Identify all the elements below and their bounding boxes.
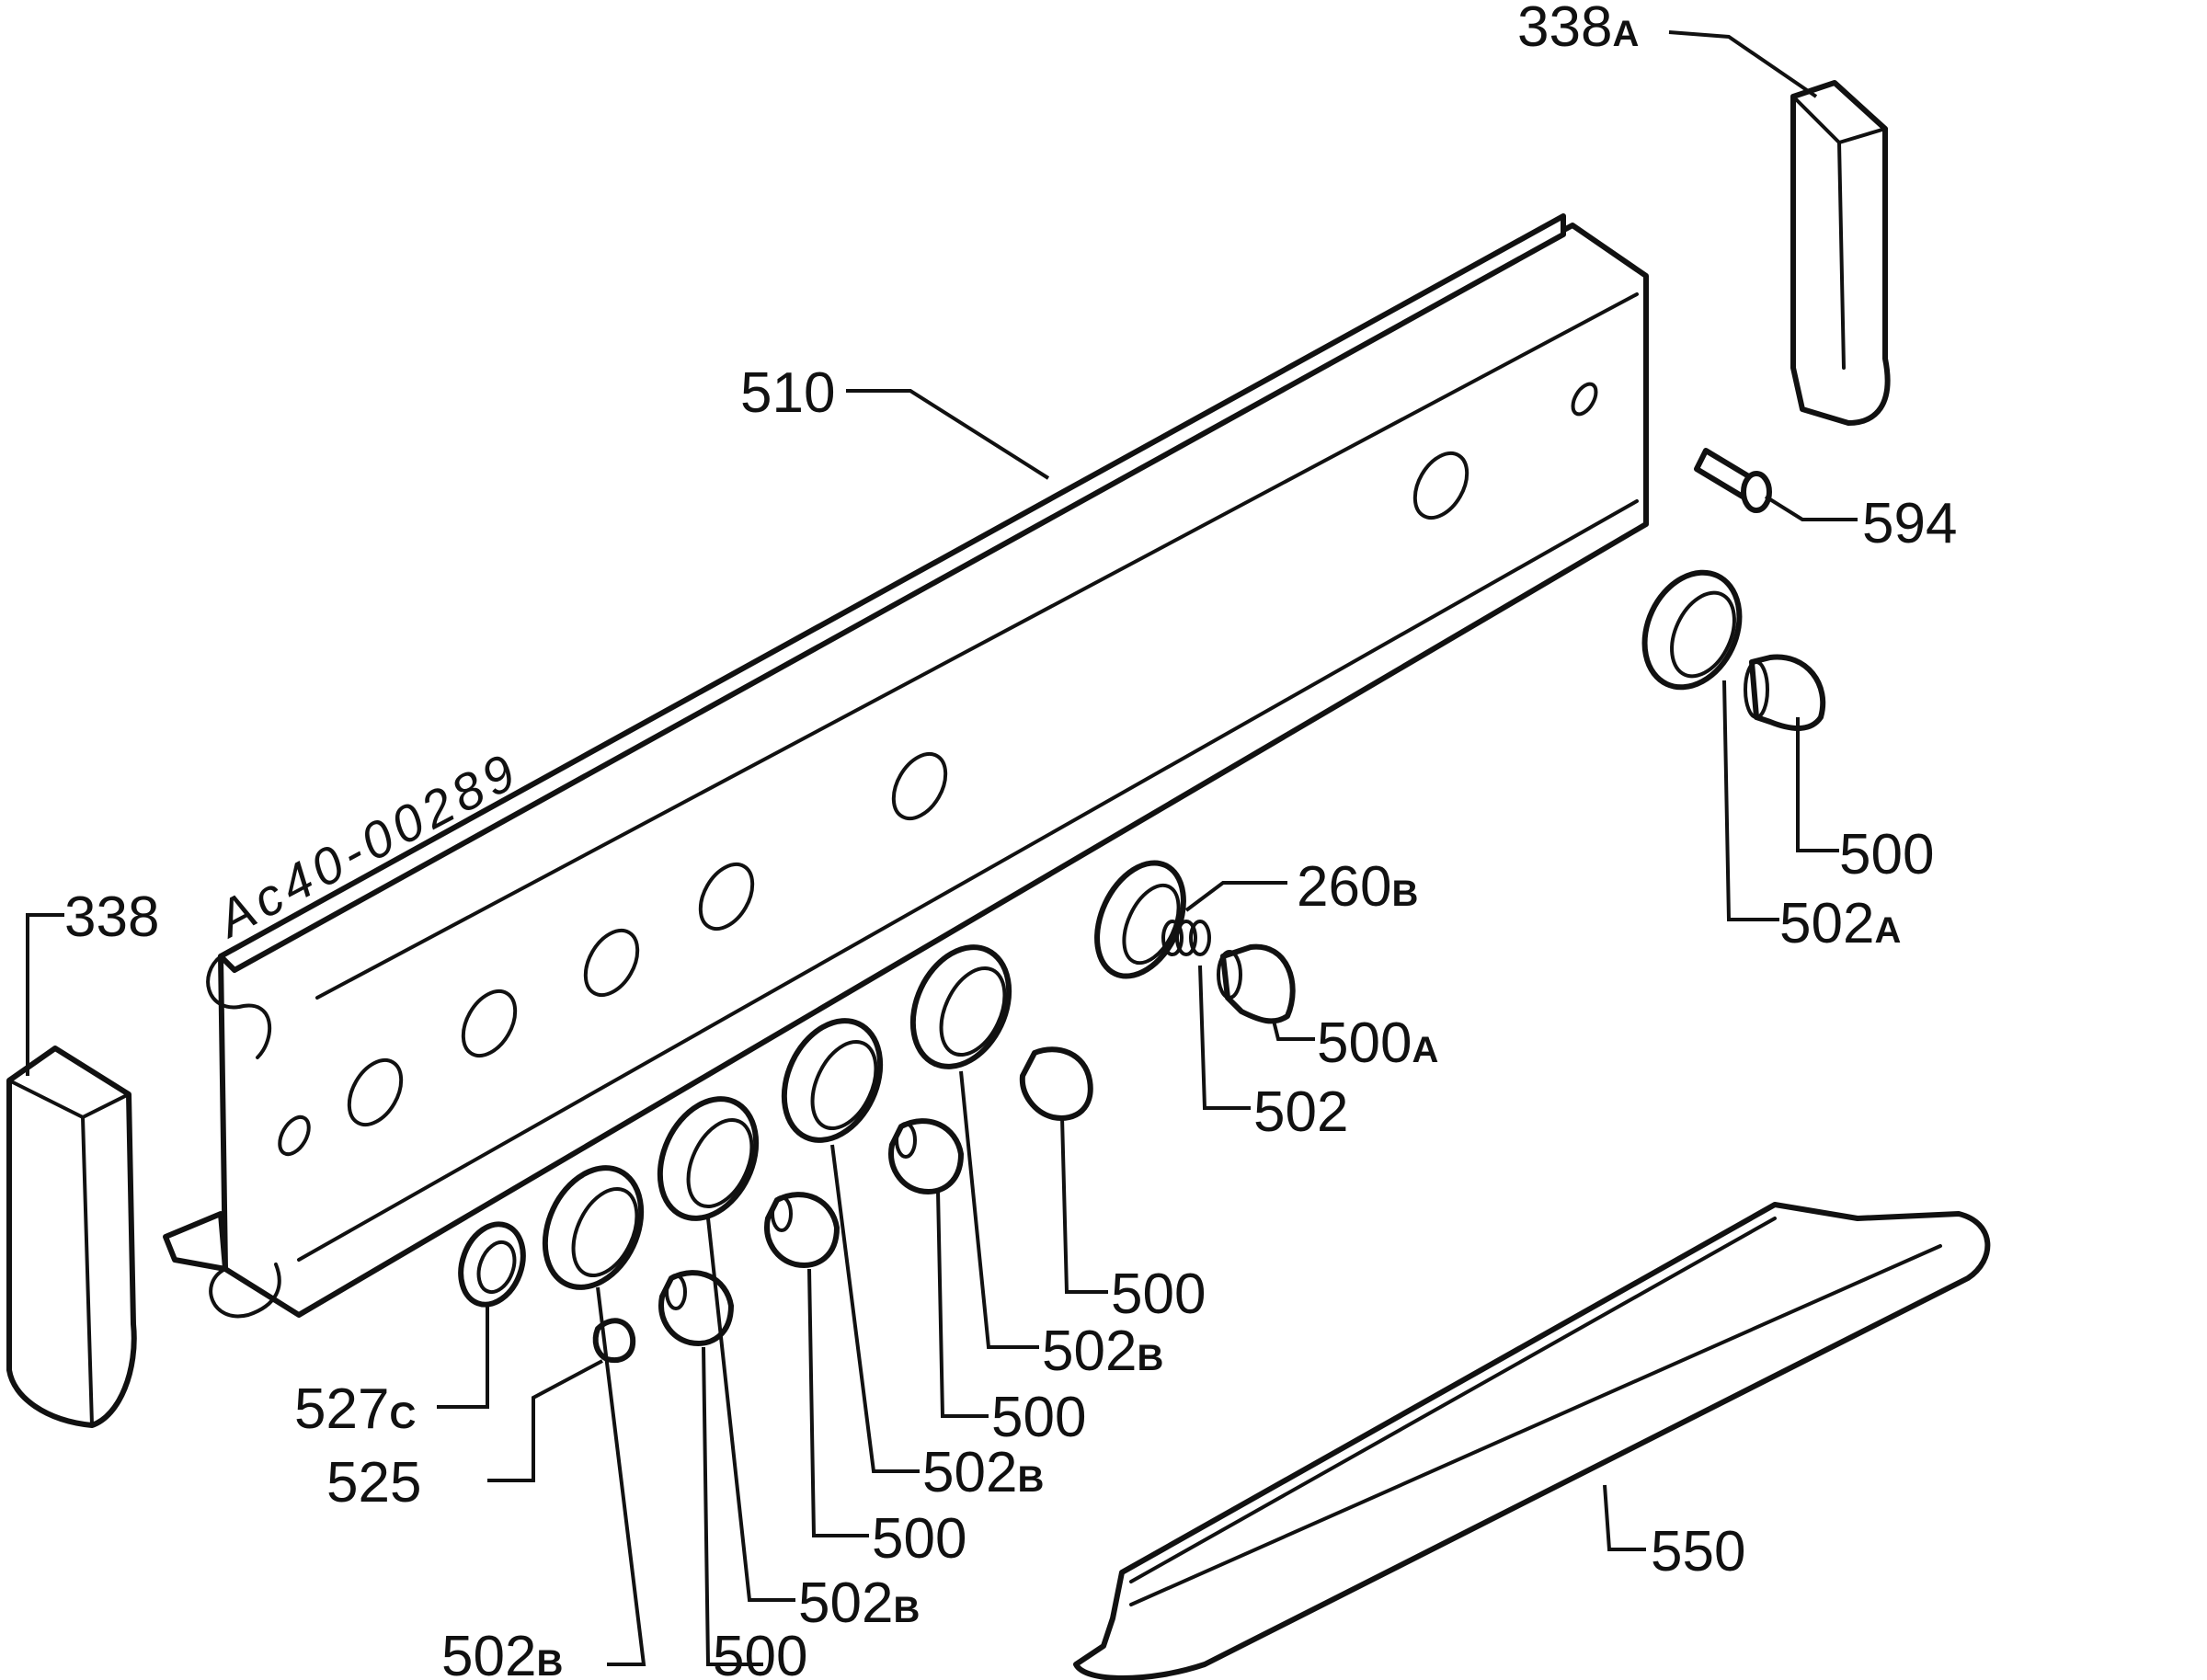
callout-550: 550	[1651, 1520, 1745, 1583]
spring-260B	[1161, 920, 1211, 956]
callout-260B: 260B	[1297, 855, 1418, 919]
callout-594: 594	[1862, 492, 1957, 555]
leader-lines	[26, 30, 1858, 1666]
end-cap-338A	[1790, 80, 1891, 426]
bezel-502B-2	[781, 1018, 884, 1143]
callout-502B-d: 502B	[441, 1625, 563, 1680]
callout-500A: 500A	[1317, 1011, 1438, 1075]
bezel-502B-4	[542, 1165, 645, 1290]
callout-500-c: 500	[872, 1507, 966, 1571]
trim-strip-550	[1073, 1202, 1991, 1680]
callout-502B-b: 502B	[922, 1441, 1044, 1504]
callout-500-a: 500	[1111, 1263, 1206, 1326]
knob-500A	[1217, 943, 1296, 1024]
knob-500-4	[658, 1270, 734, 1346]
callout-527C: 527C	[294, 1377, 416, 1441]
callout-525: 525	[326, 1451, 421, 1514]
bushing-527C	[458, 1221, 526, 1308]
knob-500-2	[888, 1118, 964, 1194]
callout-labels: 338A 510 594 500 502A 260B 500A 502 338 …	[64, 0, 1957, 1680]
callout-510: 510	[740, 361, 835, 425]
callout-502B-a: 502B	[1042, 1320, 1163, 1383]
knob-500-top-right	[1744, 654, 1826, 731]
bezel-502B-1	[909, 944, 1012, 1069]
callout-338A: 338A	[1517, 0, 1639, 59]
callout-502: 502	[1253, 1080, 1348, 1144]
callout-500-b: 500	[991, 1386, 1086, 1449]
callout-502A: 502A	[1779, 892, 1901, 955]
end-cap-338	[6, 1046, 137, 1428]
callout-502B-c: 502B	[798, 1571, 920, 1635]
callout-338: 338	[64, 886, 159, 949]
callout-500-d: 500	[713, 1625, 807, 1680]
knob-500-3	[764, 1192, 840, 1268]
bezel-502	[1094, 860, 1186, 979]
rail-510	[163, 213, 1649, 1319]
screw-594	[1694, 448, 1772, 513]
bezel-502A	[1641, 569, 1743, 691]
bezel-502B-3	[657, 1096, 760, 1221]
knob-500-1	[1019, 1046, 1093, 1121]
callout-500-top-right: 500	[1839, 823, 1934, 886]
